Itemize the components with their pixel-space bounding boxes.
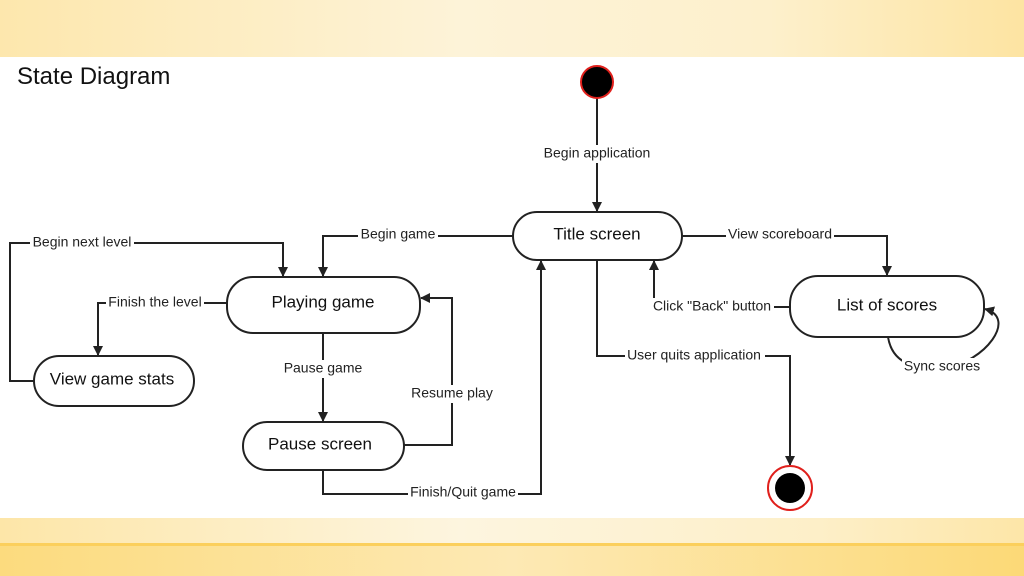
svg-text:Pause game: Pause game bbox=[284, 360, 363, 376]
label-begin-application: Begin application bbox=[540, 145, 655, 163]
label-user-quits: User quits application bbox=[625, 347, 765, 365]
svg-text:User quits application: User quits application bbox=[627, 347, 761, 363]
state-playing-game: Playing game bbox=[226, 276, 421, 334]
label-click-back: Click "Back" button bbox=[650, 298, 774, 316]
label-resume-play: Resume play bbox=[408, 385, 496, 403]
edge-resume-play bbox=[404, 293, 453, 446]
state-pause-screen: Pause screen bbox=[242, 421, 405, 471]
label-view-scoreboard: View scoreboard bbox=[726, 226, 834, 245]
edge-begin-next-level bbox=[9, 242, 288, 382]
state-title-screen: Title screen bbox=[512, 211, 683, 261]
svg-text:Finish the level: Finish the level bbox=[108, 294, 201, 310]
svg-text:Begin application: Begin application bbox=[544, 145, 651, 161]
state-view-game-stats: View game stats bbox=[33, 355, 195, 407]
svg-text:View game stats: View game stats bbox=[50, 369, 174, 388]
svg-text:Sync scores: Sync scores bbox=[904, 358, 980, 374]
label-begin-game: Begin game bbox=[358, 226, 438, 245]
svg-text:View scoreboard: View scoreboard bbox=[728, 226, 832, 242]
label-sync-scores: Sync scores bbox=[902, 358, 984, 376]
label-begin-next-level: Begin next level bbox=[30, 234, 134, 252]
state-list-of-scores: List of scores bbox=[789, 275, 985, 338]
initial-node bbox=[580, 65, 614, 99]
footer-band-bottom bbox=[0, 546, 1024, 576]
svg-text:Resume play: Resume play bbox=[411, 385, 493, 401]
svg-text:Title screen: Title screen bbox=[553, 224, 640, 243]
footer-band bbox=[0, 518, 1024, 543]
svg-text:List of scores: List of scores bbox=[837, 295, 937, 314]
svg-text:Pause screen: Pause screen bbox=[268, 434, 372, 453]
svg-text:Playing game: Playing game bbox=[271, 292, 374, 311]
edge-begin-game bbox=[318, 235, 513, 277]
label-finish-quit-game: Finish/Quit game bbox=[408, 484, 518, 502]
header-band bbox=[0, 0, 1024, 57]
svg-text:Begin next level: Begin next level bbox=[33, 234, 132, 250]
footer-divider bbox=[0, 543, 1024, 546]
final-node bbox=[767, 465, 813, 511]
label-finish-the-level: Finish the level bbox=[106, 294, 204, 312]
svg-text:Click "Back" button: Click "Back" button bbox=[653, 298, 771, 314]
svg-text:Finish/Quit game: Finish/Quit game bbox=[410, 484, 516, 500]
svg-text:Begin game: Begin game bbox=[361, 226, 436, 242]
label-pause-game: Pause game bbox=[282, 360, 366, 378]
slide-title: State Diagram bbox=[17, 63, 171, 90]
